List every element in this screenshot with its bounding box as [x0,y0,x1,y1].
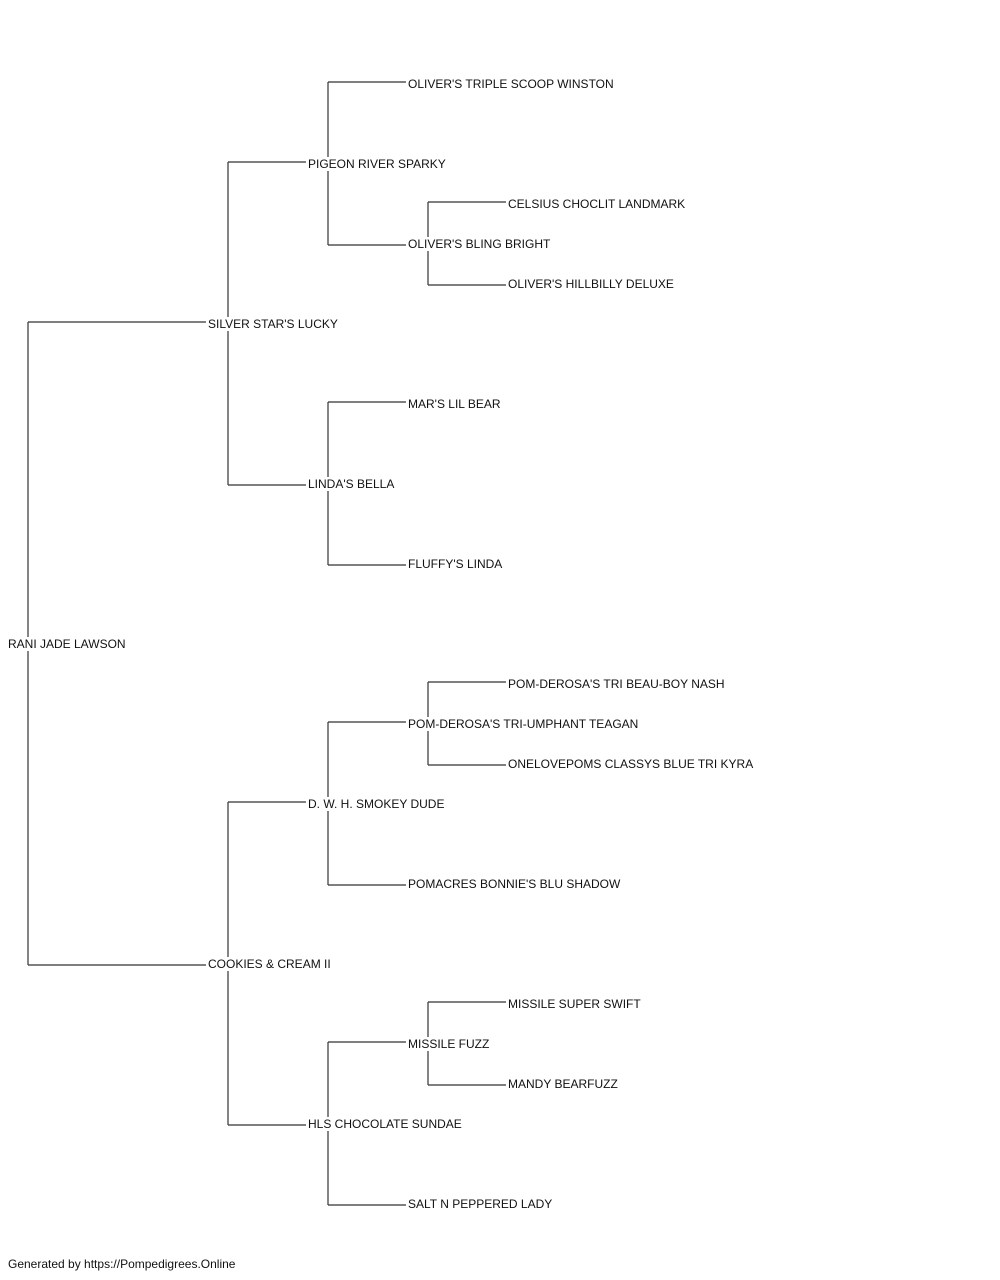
paternal-granddam-name: LINDA'S BELLA [307,477,396,491]
ancestor-name: POM-DEROSA'S TRI-UMPHANT TEAGAN [407,717,640,731]
ancestor-name: MISSILE FUZZ [407,1037,491,1051]
ancestor-name: MANDY BEARFUZZ [507,1077,619,1091]
dam-name: COOKIES & CREAM II [207,957,332,971]
ancestor-name: CELSIUS CHOCLIT LANDMARK [507,197,687,211]
maternal-grandsire-name: D. W. H. SMOKEY DUDE [307,797,446,811]
ancestor-name: MAR'S LIL BEAR [407,397,502,411]
ancestor-name: OLIVER'S TRIPLE SCOOP WINSTON [407,77,615,91]
ancestor-name: MISSILE SUPER SWIFT [507,997,642,1011]
subject-name: RANI JADE LAWSON [7,637,127,651]
ancestor-name: POMACRES BONNIE'S BLU SHADOW [407,877,622,891]
maternal-granddam-name: HLS CHOCOLATE SUNDAE [307,1117,463,1131]
ancestor-name: FLUFFY'S LINDA [407,557,504,571]
ancestor-name: OLIVER'S HILLBILLY DELUXE [507,277,675,291]
sire-name: SILVER STAR'S LUCKY [207,317,339,331]
ancestor-name: POM-DEROSA'S TRI BEAU-BOY NASH [507,677,726,691]
paternal-grandsire-name: PIGEON RIVER SPARKY [307,157,447,171]
ancestor-name: ONELOVEPOMS CLASSYS BLUE TRI KYRA [507,757,755,771]
ancestor-name: SALT N PEPPERED LADY [407,1197,554,1211]
ancestor-name: OLIVER'S BLING BRIGHT [407,237,552,251]
footer-credit: Generated by https://Pompedigrees.Online [8,1257,236,1271]
